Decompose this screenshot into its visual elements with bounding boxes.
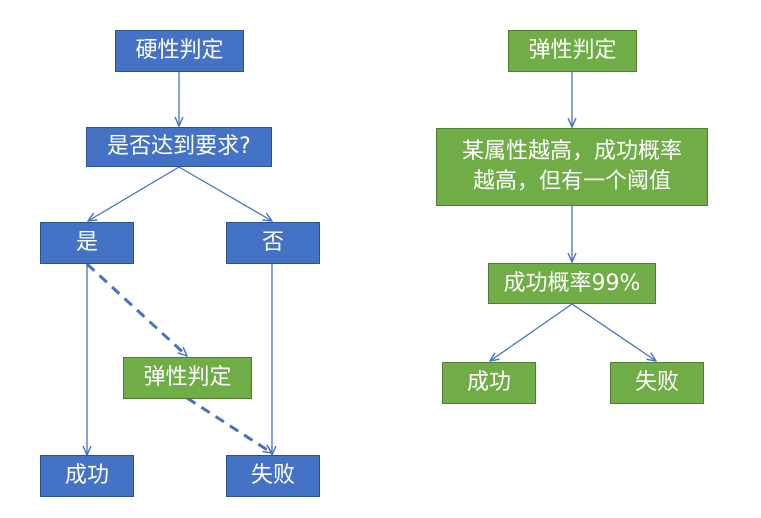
right-start-label: 弹性判定 bbox=[528, 38, 617, 63]
no-label: 否 bbox=[261, 230, 284, 255]
yes-node: 是 bbox=[40, 222, 134, 264]
arrow-probability-to-success bbox=[490, 303, 573, 361]
right-start-node: 弹性判定 bbox=[508, 30, 637, 72]
question-label: 是否达到要求? bbox=[107, 134, 251, 159]
arrow-question-to-no bbox=[178, 166, 272, 221]
dashed-arrow-elastic-to-failure bbox=[186, 396, 272, 455]
yes-label: 是 bbox=[75, 230, 98, 255]
dashed-arrow-yes-to-elastic bbox=[85, 262, 187, 356]
left-elastic-node: 弹性判定 bbox=[123, 357, 252, 399]
right-success-label: 成功 bbox=[466, 370, 511, 395]
rule-line-2: 越高，但有一个阈值 bbox=[472, 169, 671, 194]
arrow-question-to-yes bbox=[88, 166, 180, 221]
right-failure-node: 失败 bbox=[610, 362, 704, 404]
left-success-node: 成功 bbox=[40, 455, 134, 497]
right-failure-label: 失败 bbox=[634, 370, 679, 395]
right-success-node: 成功 bbox=[442, 362, 536, 404]
left-failure-node: 失败 bbox=[226, 455, 320, 497]
left-start-label: 硬性判定 bbox=[135, 38, 224, 63]
rule-line-1: 某属性越高，成功概率 bbox=[461, 139, 682, 164]
left-start-node: 硬性判定 bbox=[115, 30, 244, 72]
no-node: 否 bbox=[226, 222, 320, 264]
probability-label: 成功概率99% bbox=[503, 270, 641, 296]
left-success-label: 成功 bbox=[64, 463, 109, 488]
arrow-probability-to-failure bbox=[571, 303, 656, 361]
probability-node: 成功概率99% bbox=[488, 263, 656, 304]
left-elastic-label: 弹性判定 bbox=[143, 365, 232, 390]
question-node: 是否达到要求? bbox=[86, 127, 272, 167]
rule-node: 某属性越高，成功概率 越高，但有一个阈值 bbox=[436, 128, 708, 206]
left-failure-label: 失败 bbox=[250, 463, 295, 488]
